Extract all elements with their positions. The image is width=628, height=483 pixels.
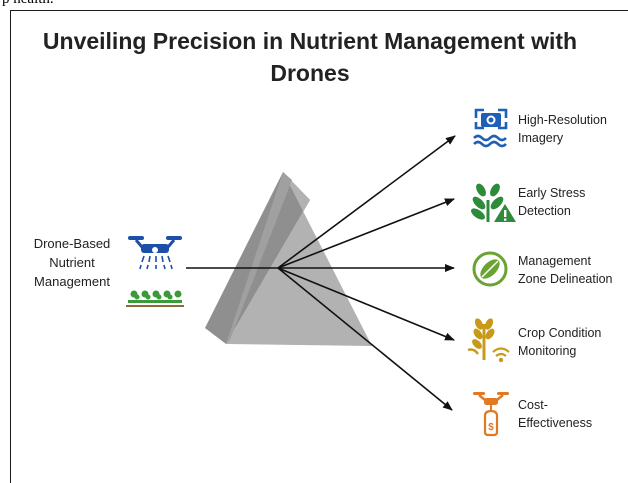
output-arrows xyxy=(277,135,456,411)
output-label-line2: Monitoring xyxy=(518,344,577,358)
output-label-line2: Detection xyxy=(518,204,571,218)
source-label-line1: Drone-Based xyxy=(33,236,111,251)
output-label-line1: High-Resolution xyxy=(518,113,607,127)
source-label: Drone-Based Nutrient Management xyxy=(18,234,126,291)
diagram-title-line2: Drones xyxy=(270,60,350,86)
svg-text:$: $ xyxy=(488,422,494,433)
figure-frame xyxy=(10,10,628,483)
arrow-to-imagery xyxy=(277,135,456,269)
arrow-to-cost xyxy=(277,267,453,411)
output-label-zones: Management Zone Delineation xyxy=(518,252,628,288)
zone-map-icon xyxy=(472,251,508,287)
output-label-imagery: High-Resolution Imagery xyxy=(518,111,628,147)
caption-fragment: p health. xyxy=(0,0,628,10)
output-label-line2: Zone Delineation xyxy=(518,272,613,286)
caption-fragment-text: p health. xyxy=(2,0,54,8)
output-label-line2: Effectiveness xyxy=(518,416,593,430)
diagram-title-line1: Unveiling Precision in Nutrient Manageme… xyxy=(42,28,578,54)
plant-warning-icon xyxy=(471,183,516,222)
crop-spraying-drone-icon xyxy=(126,236,184,307)
output-label-line1: Crop Condition xyxy=(518,326,602,340)
output-label-monitoring: Crop Condition Monitoring xyxy=(518,324,628,360)
arrow-to-stress xyxy=(277,198,455,269)
arrow-to-monitoring xyxy=(277,267,455,341)
output-label-line2: Imagery xyxy=(518,131,564,145)
output-label-cost: Cost- Effectiveness xyxy=(518,396,628,432)
source-label-line3: Management xyxy=(34,274,110,289)
output-label-line1: Cost- xyxy=(518,398,548,412)
camera-scan-icon xyxy=(473,108,508,148)
drone-money-icon: $ xyxy=(473,392,509,437)
prism xyxy=(205,172,372,346)
output-label-line1: Early Stress xyxy=(518,186,586,200)
output-label-stress: Early Stress Detection xyxy=(518,184,628,220)
prism-edge-highlight xyxy=(226,172,292,344)
crop-signal-icon xyxy=(467,318,510,363)
source-label-line2: Nutrient xyxy=(49,255,95,270)
output-label-line1: Management xyxy=(518,254,591,268)
